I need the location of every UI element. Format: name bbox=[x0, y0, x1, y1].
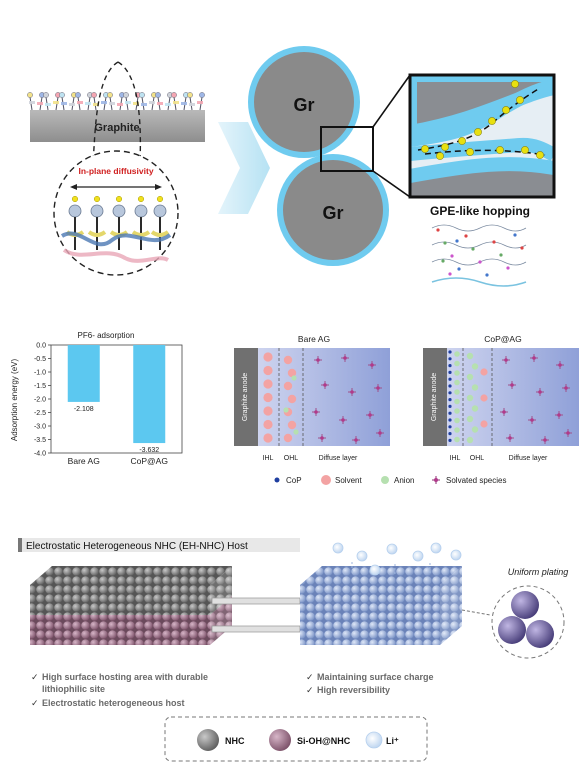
gr-sphere-bottom bbox=[277, 154, 389, 266]
svg-text:✓: ✓ bbox=[31, 672, 39, 682]
y-tick-label: -1.5 bbox=[34, 383, 46, 390]
bullet-left-2: Electrostatic heterogeneous host bbox=[42, 698, 185, 708]
x-tick-label: Bare AG bbox=[68, 456, 100, 466]
legend-nhc-icon bbox=[197, 729, 219, 751]
bare-ag-particles bbox=[263, 352, 384, 444]
zoom-box-large bbox=[408, 73, 556, 199]
y-tick-label: -0.5 bbox=[34, 356, 46, 363]
bare-ag-anode-label: Graphite anode bbox=[242, 373, 249, 421]
legend-li-icon bbox=[365, 731, 383, 749]
sioh-block bbox=[300, 566, 462, 645]
bottom-panel: Electrostatic Heterogeneous NHC (EH-NHC)… bbox=[18, 538, 569, 762]
coag-diagram: CoP@AG Graphite anode IHL OHL Diffuse la… bbox=[423, 334, 579, 462]
y-tick-label: -1.0 bbox=[34, 370, 46, 377]
bullets-left: ✓ High surface hosting area with durable… bbox=[31, 672, 211, 708]
gr-sphere-top bbox=[248, 46, 360, 158]
gpe-network-sketch bbox=[431, 224, 527, 287]
middle-panel: PF6- adsorption Adsorption energy (eV) 0… bbox=[10, 331, 579, 485]
legend-anion-marker bbox=[381, 476, 389, 484]
bullet-right-1: Maintaining surface charge bbox=[317, 672, 434, 682]
li-deposit-2 bbox=[498, 616, 526, 644]
zoom-box-small bbox=[320, 126, 374, 172]
legend-solvent-marker bbox=[321, 475, 331, 485]
y-tick-label: -3.5 bbox=[34, 437, 46, 444]
chart-title: PF6- adsorption bbox=[78, 331, 135, 340]
coag-anode-label: Graphite anode bbox=[431, 373, 438, 421]
legend-li: Li⁺ bbox=[386, 736, 399, 746]
gr-label-top: Gr bbox=[293, 95, 314, 115]
legend-solvent: Solvent bbox=[335, 476, 362, 485]
middle-legend: CoP Solvent Anion Solvated species bbox=[274, 475, 506, 485]
legend-sioh-icon bbox=[269, 729, 291, 751]
gpe-label: GPE-like hopping bbox=[430, 204, 530, 218]
li-ions bbox=[332, 542, 462, 576]
bottom-title: Electrostatic Heterogeneous NHC (EH-NHC)… bbox=[26, 541, 248, 552]
legend-sioh: Si-OH@NHC bbox=[297, 736, 351, 746]
graphite-slab bbox=[30, 110, 205, 142]
y-tick-label: -2.5 bbox=[34, 410, 46, 417]
y-tick-label: -2.0 bbox=[34, 397, 46, 404]
gr-label-bottom: Gr bbox=[322, 203, 343, 223]
graphite-label: Graphite bbox=[94, 122, 139, 134]
coag-ihl-label: IHL bbox=[450, 455, 461, 462]
bullets-right: ✓ Maintaining surface charge ✓ High reve… bbox=[306, 672, 434, 695]
uniform-plating-label: Uniform plating bbox=[508, 567, 569, 577]
li-deposit-1 bbox=[511, 591, 539, 619]
bottom-legend-box bbox=[164, 716, 428, 762]
li-ion-dots bbox=[421, 80, 544, 160]
bar-value-label: -3.632 bbox=[139, 447, 159, 454]
legend-cop-marker bbox=[274, 477, 280, 483]
coag-diffuse-label: Diffuse layer bbox=[509, 455, 548, 462]
bar bbox=[67, 345, 100, 402]
chart-marks: 0.0 -0.5 -1.0 -1.5 -2.0 -2.5 -3.0 -3.5 -4.0 -2.10… bbox=[34, 343, 168, 467]
top-panel: Graphite In-plane diffusivity Gr Gr bbox=[27, 46, 556, 287]
bare-ag-ihl-label: IHL bbox=[263, 455, 274, 462]
nhc-block bbox=[30, 566, 232, 645]
legend-anion: Anion bbox=[394, 476, 414, 485]
legend-cop: CoP bbox=[286, 476, 302, 485]
legend-nhc: NHC bbox=[225, 736, 245, 746]
bar bbox=[133, 345, 166, 444]
coag-particles bbox=[448, 350, 572, 444]
coag-anode bbox=[423, 348, 447, 446]
legend-solvated-marker bbox=[432, 476, 440, 484]
svg-text:✓: ✓ bbox=[306, 672, 314, 682]
y-tick-label: -4.0 bbox=[34, 451, 46, 458]
svg-text:✓: ✓ bbox=[306, 685, 314, 695]
svg-text:✓: ✓ bbox=[31, 698, 39, 708]
bullet-right-2: High reversibility bbox=[317, 685, 390, 695]
bar-value-label: -2.108 bbox=[74, 406, 94, 413]
adsorption-chart: PF6- adsorption Adsorption energy (eV) 0… bbox=[10, 331, 183, 467]
bare-ag-diagram: Bare AG Graphite anode IHL OHL Diffuse l… bbox=[234, 334, 390, 462]
process-arrow bbox=[218, 122, 270, 214]
coag-ohl-label: OHL bbox=[470, 455, 485, 462]
bare-ag-title: Bare AG bbox=[298, 334, 330, 344]
coag-title: CoP@AG bbox=[484, 334, 521, 344]
li-deposit-3 bbox=[526, 620, 554, 648]
bare-ag-electrolyte bbox=[234, 348, 390, 446]
zoom-molecules bbox=[60, 195, 172, 263]
bare-ag-ohl-label: OHL bbox=[284, 455, 299, 462]
zoom-box-content bbox=[410, 75, 554, 197]
y-tick-label: 0.0 bbox=[36, 343, 46, 350]
bullet-left-1: High surface hosting area with durable l… bbox=[42, 672, 211, 694]
x-tick-label: CoP@AG bbox=[131, 456, 168, 466]
bare-ag-diffuse-label: Diffuse layer bbox=[319, 455, 358, 462]
chart-ylabel: Adsorption energy (eV) bbox=[10, 359, 19, 442]
legend-solvated: Solvated species bbox=[446, 476, 506, 485]
coag-electrolyte bbox=[423, 348, 579, 446]
y-tick-label: -3.0 bbox=[34, 424, 46, 431]
bare-ag-anode bbox=[234, 348, 258, 446]
surface-molecule-layer bbox=[27, 92, 205, 111]
diffusivity-label: In-plane diffusivity bbox=[78, 166, 153, 176]
